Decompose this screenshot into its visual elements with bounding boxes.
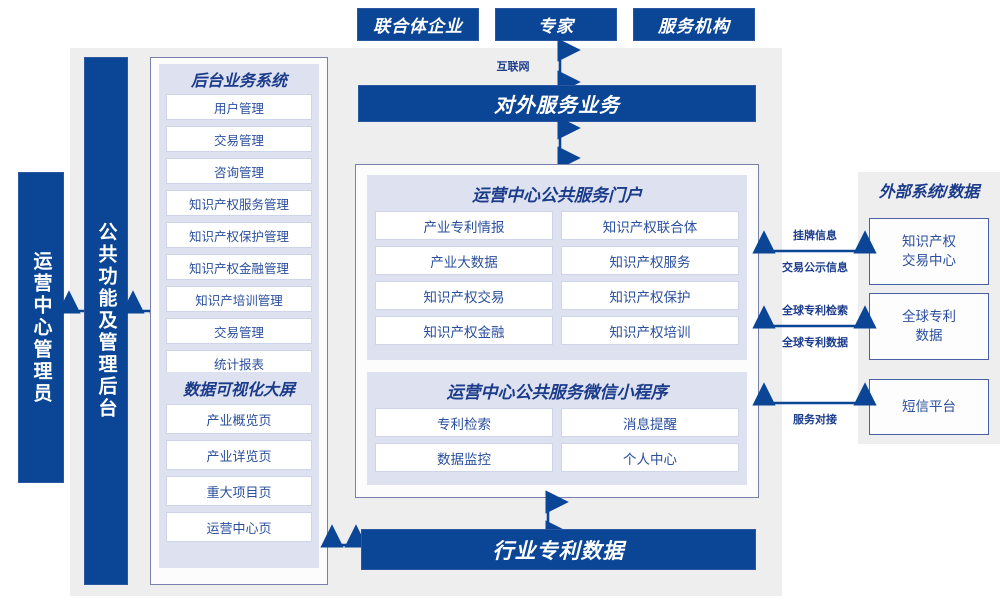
industry-patent-data-bar[interactable]: 行业专利数据 [361,529,756,570]
list-item[interactable]: 知识产权保护管理 [166,222,312,248]
visualization-screen-list: 产业概览页 产业详览页 重大项目页 运营中心页 [159,404,319,542]
common-function-backend-label: 公共功能及管理后台 [95,222,117,420]
external-box-line1: 短信平台 [902,398,956,414]
external-service-business-label: 对外服务业务 [494,95,620,117]
external-systems-title: 外部系统/数据 [878,184,980,201]
ext-connector-3-label-below: 服务对接 [793,414,837,426]
list-item[interactable]: 交易管理 [166,126,312,152]
list-item[interactable]: 数据监控 [375,443,553,472]
internet-label: 互联网 [480,58,546,73]
list-item[interactable]: 用户管理 [166,94,312,120]
list-item[interactable]: 统计报表 [166,350,312,376]
list-item[interactable]: 知识产权服务 [561,246,739,275]
external-box-global-patent-data[interactable]: 全球专利 数据 [869,293,989,360]
portal-grid: 产业专利情报 知识产权联合体 产业大数据 知识产权服务 知识产权交易 知识产权保… [367,211,747,345]
top-actor-label: 专家 [538,17,574,36]
service-to-portal-arrow [557,116,581,170]
external-box-ip-exchange-center[interactable]: 知识产权 交易中心 [869,218,989,285]
sidebar-item-common-function-backend[interactable]: 公共功能及管理后台 [84,57,128,585]
visualization-screen-group: 数据可视化大屏 产业概览页 产业详览页 重大项目页 运营中心页 [159,372,319,568]
backend-system-group: 后台业务系统 用户管理 交易管理 咨询管理 知识产权服务管理 知识产权保护管理 … [159,64,319,389]
external-box-line1: 知识产权 [902,234,956,250]
list-item[interactable]: 知识产权金融 [375,316,553,345]
ext-connector-2-arrow [752,305,877,329]
list-item[interactable]: 知识产权服务管理 [166,190,312,216]
top-actor-service-org[interactable]: 服务机构 [633,8,755,41]
ext-connector-3-arrow [752,382,877,406]
portal-group: 运营中心公共服务门户 产业专利情报 知识产权联合体 产业大数据 知识产权服务 知… [367,175,747,360]
visualization-screen-title: 数据可视化大屏 [182,382,295,399]
list-item[interactable]: 咨询管理 [166,158,312,184]
miniprogram-grid: 专利检索 消息提醒 数据监控 个人中心 [367,408,747,472]
ext-connector-1-label-below: 交易公示信息 [782,262,848,274]
internet-connector-arrow [557,38,581,94]
portal-to-patentdata-arrow [545,490,569,544]
list-item[interactable]: 知识产权培训 [561,316,739,345]
operation-center-admin-label: 运营中心管理员 [30,250,52,405]
list-item[interactable]: 运营中心页 [166,512,312,542]
external-service-business-bar[interactable]: 对外服务业务 [358,85,756,122]
ext-connector-1-arrow [752,230,877,254]
sidebar-item-operation-center-admin[interactable]: 运营中心管理员 [18,172,64,483]
miniprogram-title: 运营中心公共服务微信小程序 [446,382,668,402]
list-item[interactable]: 产业专利情报 [375,211,553,240]
list-item[interactable]: 个人中心 [561,443,739,472]
backend-system-list: 用户管理 交易管理 咨询管理 知识产权服务管理 知识产权保护管理 知识产权金融管… [159,94,319,376]
list-item[interactable]: 知识产培训管理 [166,286,312,312]
backend-to-patentdata-arrow [320,524,368,548]
miniprogram-group: 运营中心公共服务微信小程序 专利检索 消息提醒 数据监控 个人中心 [367,372,747,485]
list-item[interactable]: 交易管理 [166,318,312,344]
ext-connector-2-label-below: 全球专利数据 [782,337,848,349]
list-item[interactable]: 知识产权保护 [561,281,739,310]
top-actor-lianheti[interactable]: 联合体企业 [357,8,479,41]
list-item[interactable]: 知识产权联合体 [561,211,739,240]
top-actor-label: 服务机构 [658,17,730,36]
top-actor-expert[interactable]: 专家 [495,8,617,41]
list-item[interactable]: 专利检索 [375,408,553,437]
industry-patent-data-label: 行业专利数据 [492,539,625,563]
ext-connector-2-label-above: 全球专利检索 [782,305,848,317]
internet-label-text: 互联网 [496,61,530,73]
external-box-line1: 全球专利 [902,309,956,325]
list-item[interactable]: 知识产权交易 [375,281,553,310]
external-box-line2: 数据 [915,327,943,343]
list-item[interactable]: 产业详览页 [166,440,312,470]
list-item[interactable]: 消息提醒 [561,408,739,437]
top-actor-label: 联合体企业 [373,17,463,36]
backend-system-title: 后台业务系统 [190,73,287,90]
list-item[interactable]: 产业大数据 [375,246,553,275]
list-item[interactable]: 产业概览页 [166,404,312,434]
portal-title: 运营中心公共服务门户 [472,185,642,205]
ext-connector-1-label-above: 挂牌信息 [793,230,837,242]
external-box-sms-platform[interactable]: 短信平台 [869,379,989,435]
list-item[interactable]: 重大项目页 [166,476,312,506]
list-item[interactable]: 知识产权金融管理 [166,254,312,280]
external-box-line2: 交易中心 [902,252,956,268]
